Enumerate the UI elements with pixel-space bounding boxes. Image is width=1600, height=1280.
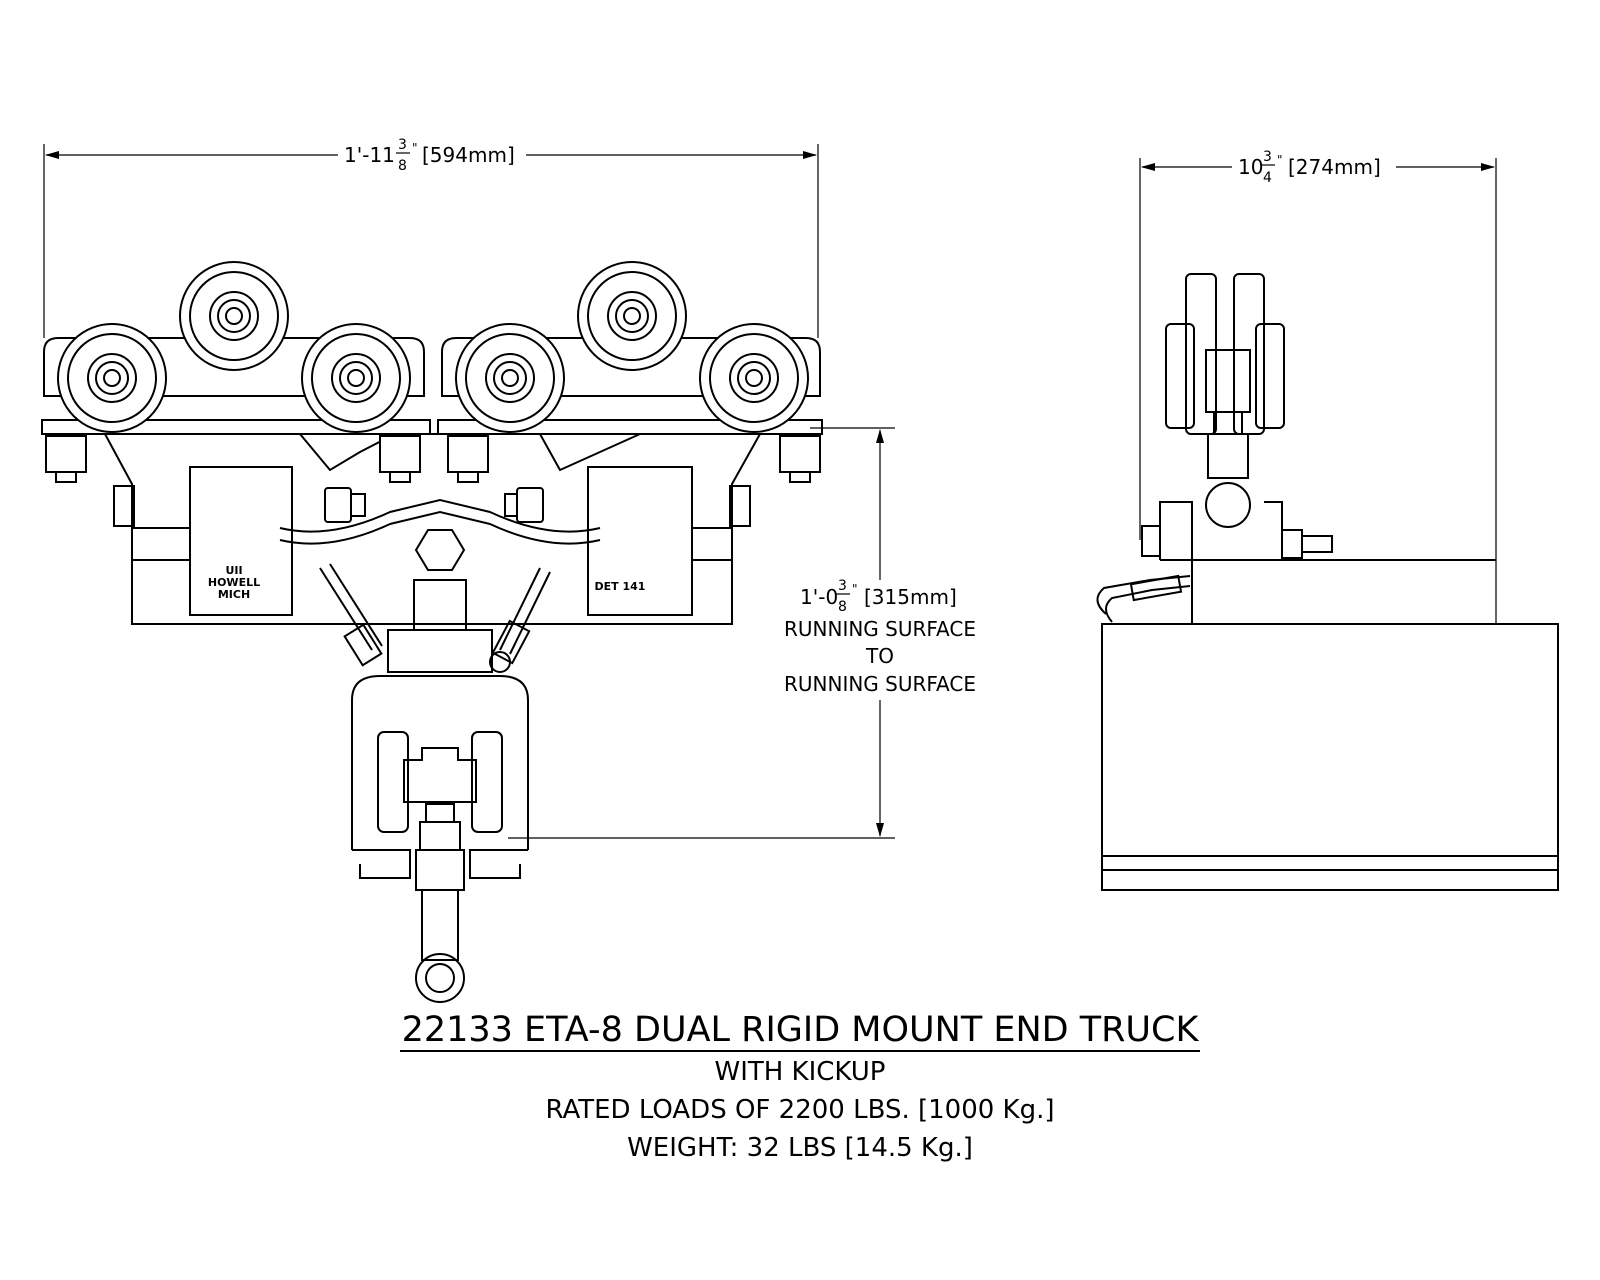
wheel-6 <box>699 323 809 433</box>
svg-text:": " <box>852 582 858 596</box>
drawing-title: 22133 ETA-8 DUAL RIGID MOUNT END TRUCK <box>399 1010 1201 1052</box>
width-dim-whole: 1'-11 <box>344 143 395 167</box>
front-view: 1'-11 3 8 " [594mm] 1'-0 3 8 " [315mm] R… <box>41 137 976 1003</box>
plate-line2: HOWELL <box>208 576 260 589</box>
svg-text:": " <box>412 141 418 155</box>
height-dimension: 1'-0 3 8 " [315mm] RUNNING SURFACE TO RU… <box>508 427 976 839</box>
kickup-assembly <box>319 563 551 1003</box>
side-dim-whole: 10 <box>1238 155 1263 179</box>
bracket-nuts <box>45 435 821 483</box>
svg-text:8: 8 <box>838 599 847 615</box>
svg-text:": " <box>1277 153 1283 167</box>
plate-line1: UII <box>225 564 242 577</box>
height-note-line2: TO <box>865 644 894 668</box>
wheel-1 <box>57 323 167 433</box>
plate-line3: MICH <box>218 588 250 601</box>
svg-text:3: 3 <box>838 578 847 594</box>
side-dim-metric: [274mm] <box>1288 155 1381 179</box>
side-view: 10 3 4 " [274mm] <box>1096 149 1559 891</box>
width-dim-den: 8 <box>398 158 407 174</box>
wheel-5 <box>577 261 687 371</box>
caption-line1: WITH KICKUP <box>714 1057 886 1087</box>
height-note-line3: RUNNING SURFACE <box>784 672 976 696</box>
carriage-body: UII HOWELL MICH DET 141 <box>103 433 762 625</box>
wheel-2 <box>179 261 289 371</box>
height-dim-metric: [315mm] <box>864 585 957 609</box>
height-dim-whole: 1'-0 <box>800 585 838 609</box>
svg-text:3: 3 <box>1263 149 1272 165</box>
wheels <box>57 261 809 433</box>
wheel-3 <box>301 323 411 433</box>
width-dimension: 1'-11 3 8 " [594mm] <box>43 137 819 338</box>
wheel-4 <box>455 323 565 433</box>
width-dim-num: 3 <box>398 137 407 153</box>
width-dim-metric: [594mm] <box>422 143 515 167</box>
svg-text:4: 4 <box>1263 170 1272 186</box>
side-width-dimension: 10 3 4 " [274mm] <box>1139 149 1497 624</box>
caption-line2: RATED LOADS OF 2200 LBS. [1000 Kg.] <box>545 1095 1055 1125</box>
caption-line3: WEIGHT: 32 LBS [14.5 Kg.] <box>627 1133 973 1163</box>
height-note-line1: RUNNING SURFACE <box>784 617 976 641</box>
plate-right-label: DET 141 <box>595 580 646 593</box>
